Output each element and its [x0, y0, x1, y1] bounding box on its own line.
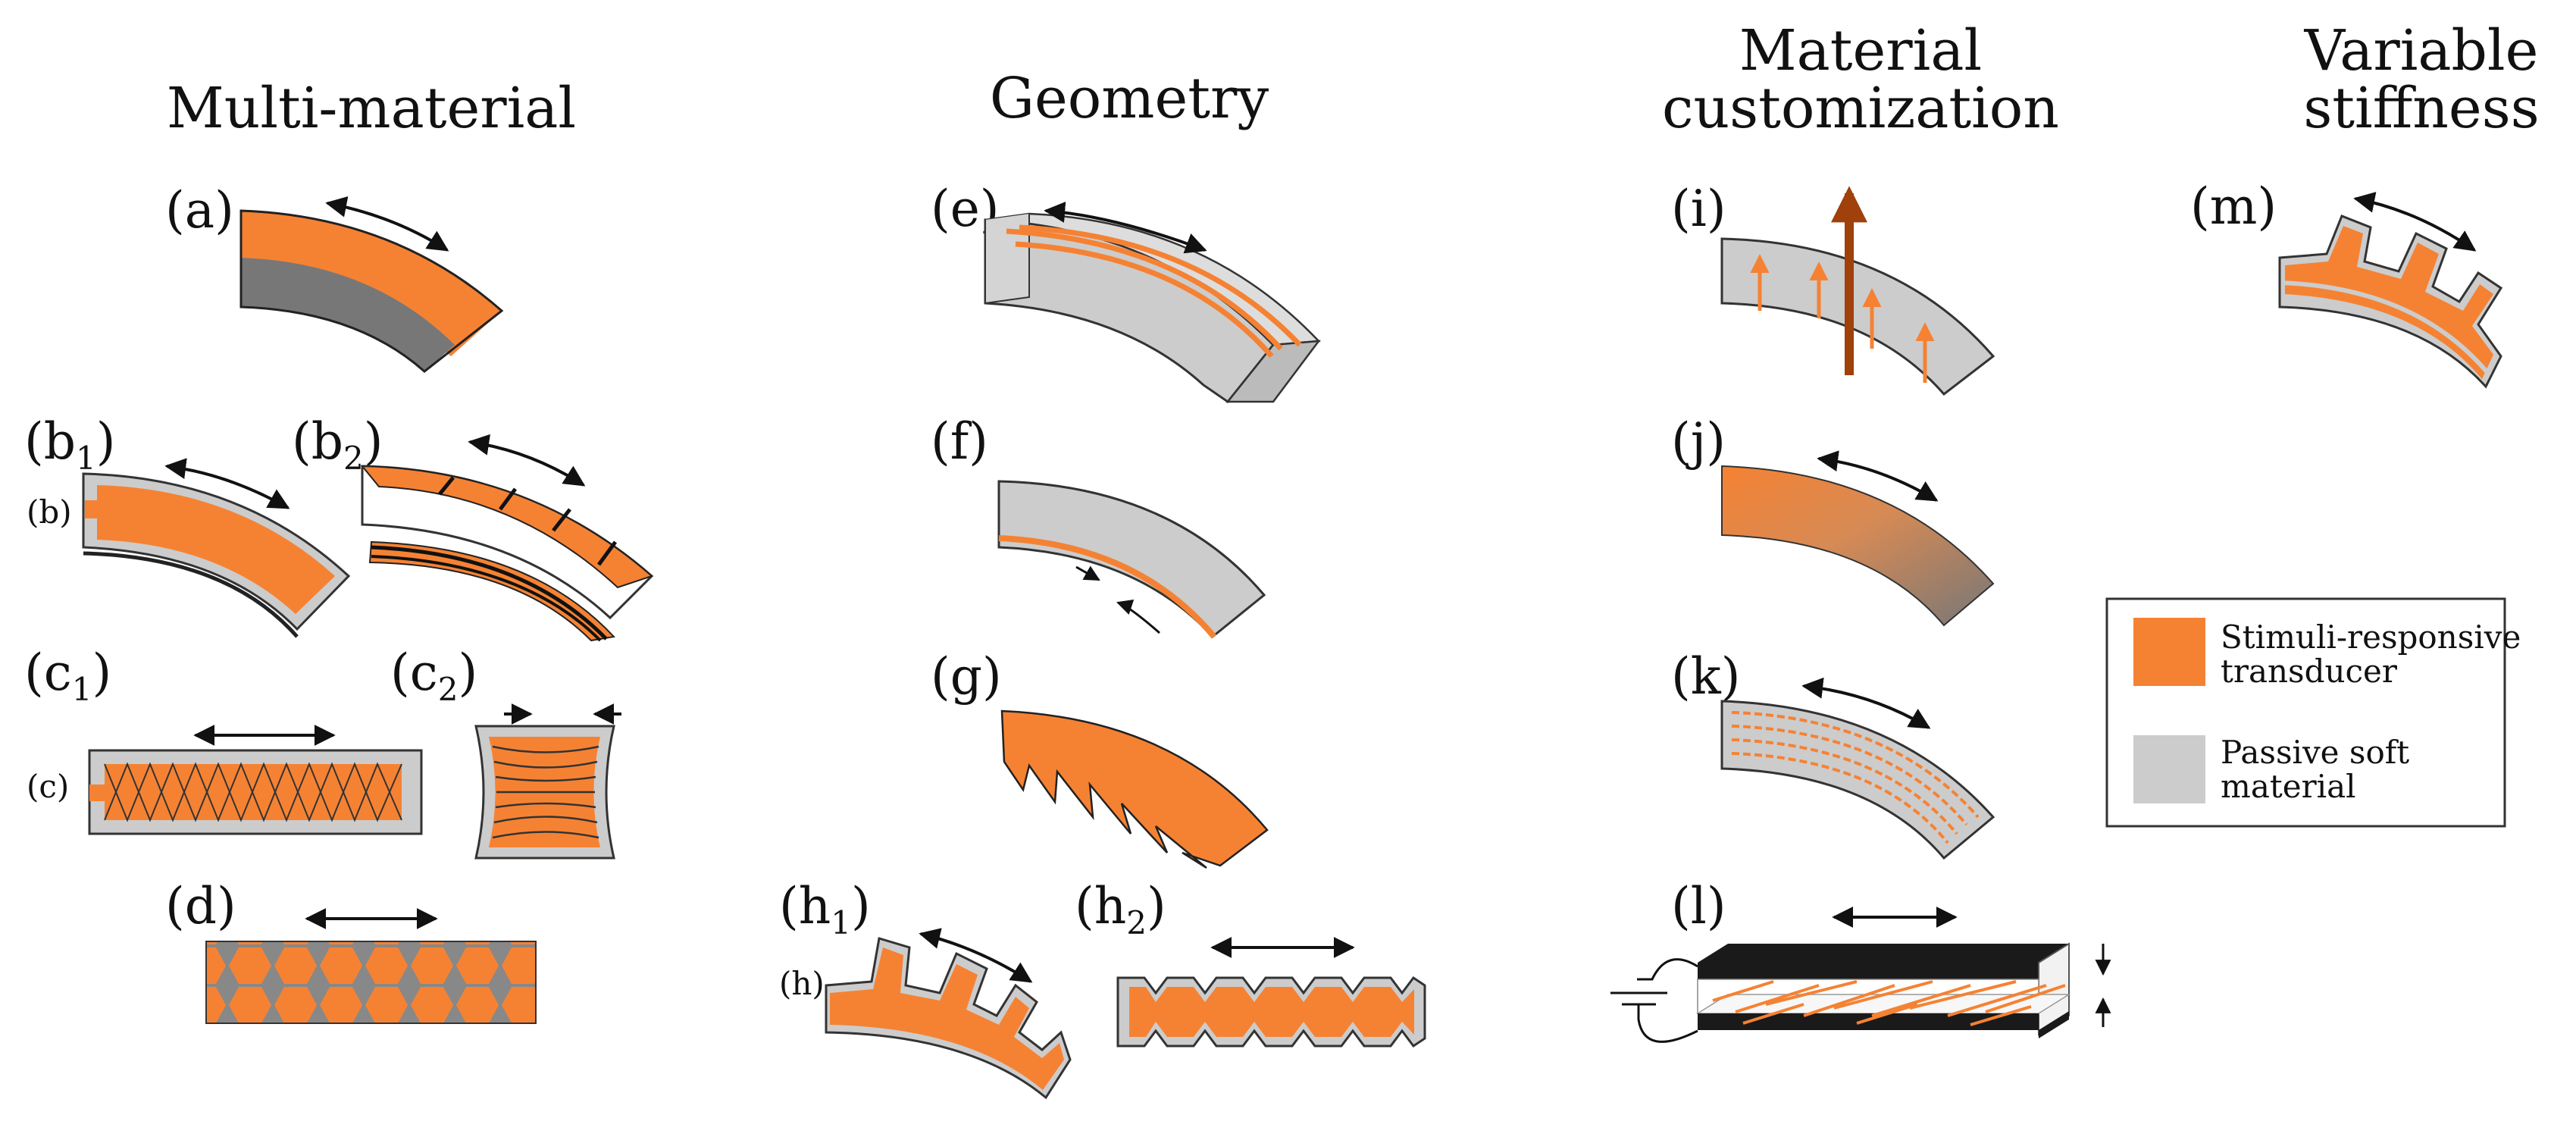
panel-i: (i) — [1671, 180, 1995, 396]
panel-b1: (b1) (b) — [24, 412, 351, 638]
label-b-inner: (b) — [27, 493, 72, 531]
panel-a: (a) — [165, 181, 504, 373]
panel-b2: (b2) — [292, 412, 654, 642]
legend-item2-line1: Passive soft — [2221, 734, 2409, 771]
label-j: (j) — [1671, 412, 1726, 471]
label-c2: (c2) — [390, 644, 477, 708]
legend-swatch-transducer — [2133, 618, 2205, 686]
panel-m: (m) — [2190, 177, 2503, 389]
panel-c1: (c1) (c) — [24, 644, 423, 835]
label-h2: (h2) — [1075, 877, 1166, 941]
legend: Stimuli-responsive transducer Passive so… — [2105, 597, 2521, 828]
legend-item1-line2: transducer — [2221, 653, 2398, 690]
title-variable-line2: stiffness — [2303, 76, 2539, 141]
title-geometry: Geometry — [990, 66, 1269, 131]
label-k: (k) — [1671, 647, 1741, 706]
label-c-inner: (c) — [27, 768, 69, 805]
label-i: (i) — [1671, 180, 1726, 238]
panel-l: (l) — [1610, 877, 2111, 1043]
panel-k: (k) — [1671, 647, 1995, 860]
panel-d: (d) — [165, 877, 537, 1024]
panel-e: (e) — [931, 180, 1321, 404]
title-material-line1: Material — [1739, 18, 1982, 83]
label-b1: (b1) — [24, 412, 115, 477]
panel-g: (g) — [931, 647, 1269, 869]
title-variable-line1: Variable — [2304, 18, 2539, 83]
legend-item2-line2: material — [2221, 768, 2356, 805]
panel-h2: (h2) — [1075, 877, 1426, 1048]
title-multi-material: Multi-material — [167, 76, 576, 141]
label-b2: (b2) — [292, 412, 383, 477]
panel-h1: (h1) (h) — [779, 877, 1072, 1100]
label-c1: (c1) — [24, 644, 111, 708]
panel-c2: (c2) — [390, 644, 621, 860]
label-m: (m) — [2190, 177, 2277, 236]
label-h-inner: (h) — [779, 965, 825, 1002]
legend-swatch-passive — [2133, 735, 2205, 803]
panel-j: (j) — [1671, 412, 1995, 627]
label-g: (g) — [931, 647, 1002, 706]
legend-item1-line1: Stimuli-responsive — [2221, 619, 2521, 656]
label-l: (l) — [1671, 877, 1726, 935]
label-d: (d) — [165, 877, 236, 935]
label-h1: (h1) — [779, 877, 871, 941]
panel-f: (f) — [931, 412, 1266, 639]
label-a: (a) — [165, 181, 234, 240]
label-f: (f) — [931, 412, 988, 471]
title-material-line2: customization — [1662, 76, 2059, 141]
